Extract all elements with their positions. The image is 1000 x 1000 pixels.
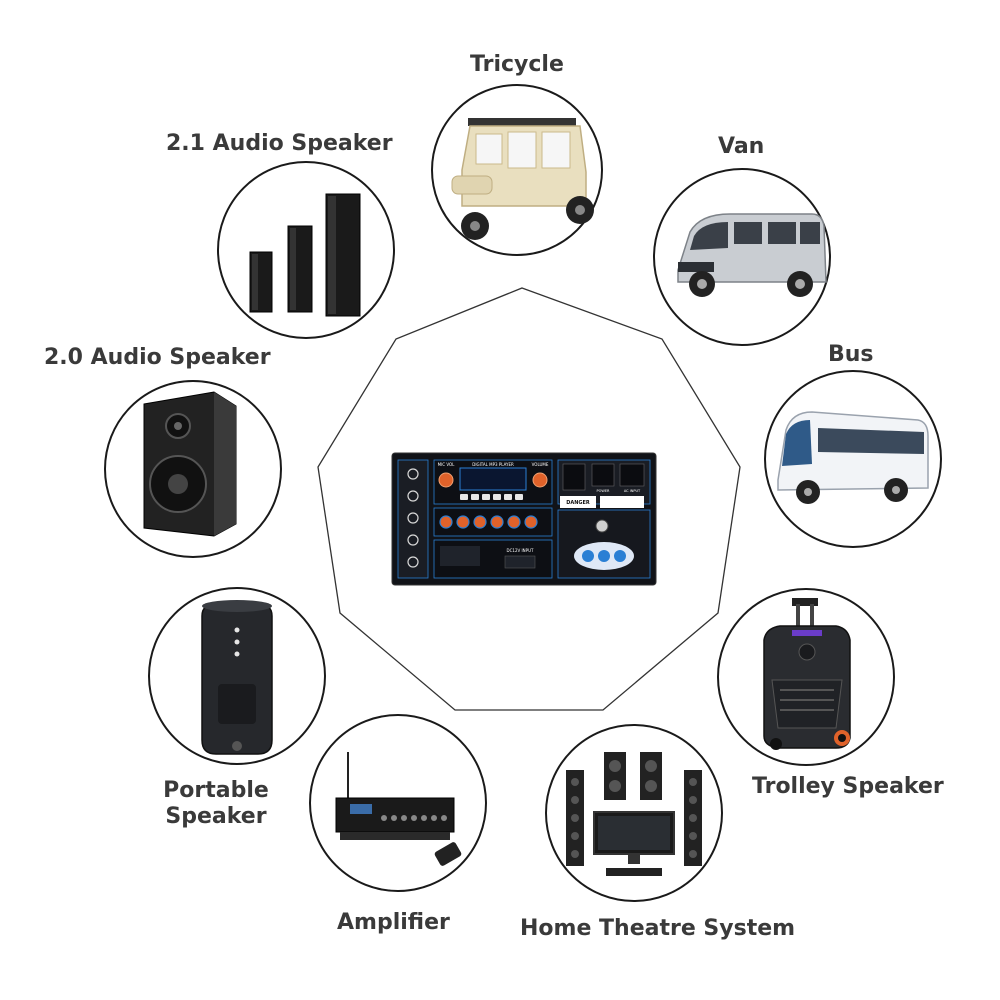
tricycle-icon (451, 118, 594, 240)
label-trolley-speaker: Trolley Speaker (752, 774, 944, 799)
amplifier-icon (335, 752, 462, 866)
panel-danger: DANGER (566, 500, 590, 506)
label-audio-2-0: 2.0 Audio Speaker (44, 345, 271, 370)
label-portable-speaker: Portable Speaker (146, 778, 286, 830)
trolley-speaker-icon (763, 598, 851, 750)
label-bus: Bus (828, 342, 874, 367)
portable-speaker-icon (201, 600, 273, 755)
label-amplifier: Amplifier (337, 910, 450, 935)
label-van: Van (718, 134, 765, 159)
panel-title: DIGITAL MP3 PLAYER (472, 462, 514, 467)
van-icon (677, 213, 827, 297)
panel-ac-input: AC INPUT (624, 489, 641, 493)
mp3-player-module: DIGITAL MP3 PLAYER MIC VOL VOLUME DC12V … (391, 452, 657, 586)
home-theatre-icon (566, 752, 702, 876)
center-nonagon (317, 287, 741, 711)
panel-volume: VOLUME (532, 462, 549, 467)
panel-dc-input: DC12V INPUT (507, 548, 534, 553)
label-home-theatre-system: Home Theatre System (520, 916, 796, 941)
label-audio-2-1: 2.1 Audio Speaker (166, 131, 393, 156)
label-portable-speaker-line1: Portable (163, 778, 269, 803)
label-tricycle: Tricycle (470, 52, 564, 77)
column-speakers-icon (249, 193, 361, 317)
label-portable-speaker-line2: Speaker (165, 804, 267, 829)
panel-power: POWER (597, 489, 611, 493)
panel-logo-graphic (574, 542, 634, 570)
panel-mic-vol: MIC VOL (438, 462, 456, 467)
bookshelf-speaker-icon (143, 391, 237, 537)
bus-icon (777, 411, 929, 504)
